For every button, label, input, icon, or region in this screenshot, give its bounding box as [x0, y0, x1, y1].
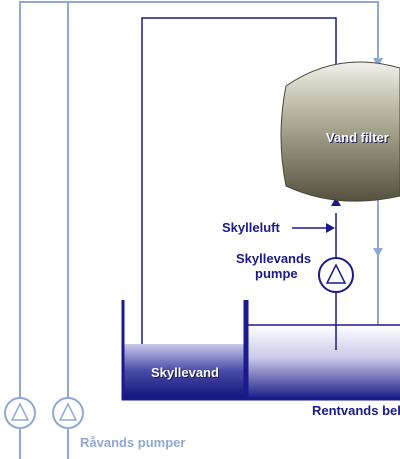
filter-label: Vand filter	[326, 130, 389, 145]
backwash-tank-label: Skyllevand	[151, 365, 219, 380]
flow-arrow-icon	[373, 58, 383, 67]
raw-water-lines	[19, 1, 379, 459]
backwash-tank	[123, 344, 245, 398]
pump-icon[interactable]	[318, 257, 354, 293]
pump-label-line1: Skyllevands	[236, 251, 312, 266]
water-filter-vessel[interactable]	[280, 61, 400, 202]
air-label: Skylleluft	[222, 220, 280, 235]
pump-icon[interactable]	[52, 397, 84, 429]
raw-pumps-label: Råvands pumper	[80, 435, 186, 450]
clean-tank-label: Rentvands bel	[312, 403, 400, 418]
flow-arrow-icon	[326, 223, 335, 233]
flow-arrow-icon	[331, 197, 341, 206]
pump-icon[interactable]	[4, 397, 36, 429]
clean-water-tank	[248, 325, 400, 398]
flow-arrow-icon	[373, 248, 383, 257]
pump-label-line2: pumpe	[255, 266, 298, 281]
